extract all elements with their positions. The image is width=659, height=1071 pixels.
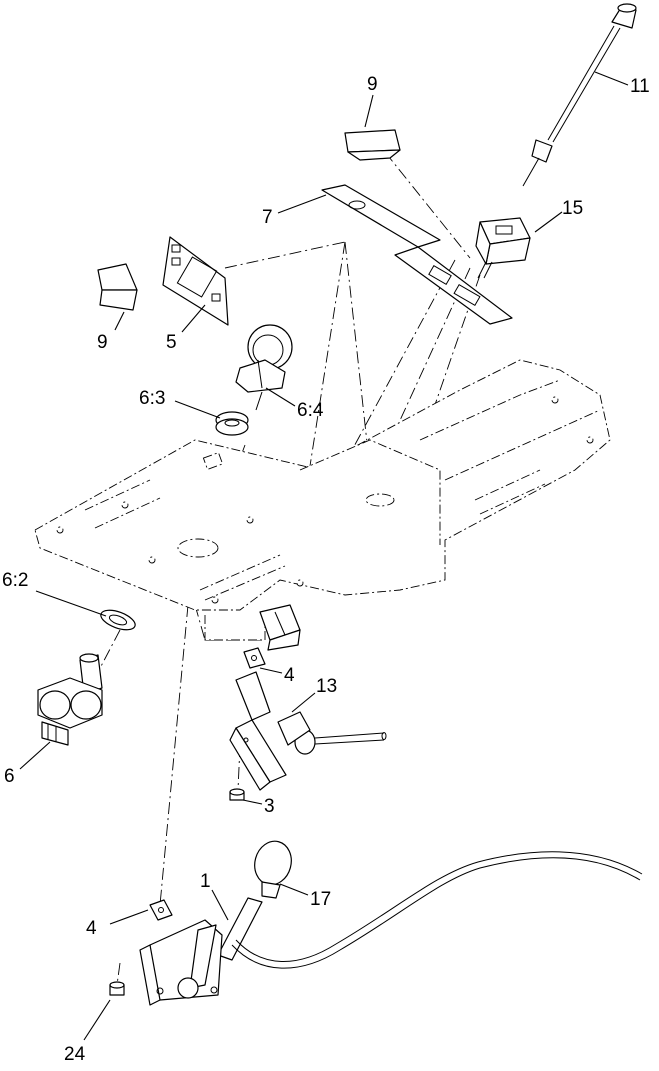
part-6-2-washer (100, 609, 136, 631)
callout-9-left: 9 (97, 332, 108, 353)
leader-lines (19, 71, 629, 1041)
callout-3: 3 (264, 796, 275, 817)
callout-11: 11 (630, 76, 650, 97)
part-11-lever (522, 3, 637, 187)
callout-7: 7 (262, 207, 273, 228)
machine-frame (34, 359, 611, 641)
part-4-clip-low (149, 899, 173, 921)
part-3-screw (229, 788, 245, 801)
callout-1: 1 (200, 871, 211, 892)
part-5-bezel (162, 236, 229, 326)
callout-6: 6 (4, 766, 15, 787)
callout-labels: 11 9 15 7 9 5 6:3 6:4 6:2 4 13 6 3 1 17 … (2, 74, 650, 1065)
callout-6-2: 6:2 (2, 570, 28, 591)
part-6-3-nut (215, 411, 249, 436)
sensor-block (259, 604, 301, 651)
part-4-clip-mid (243, 647, 266, 669)
callout-24: 24 (64, 1044, 86, 1065)
part-15-switch (475, 217, 531, 279)
part-17-knob (254, 840, 292, 899)
callout-4-low: 4 (86, 918, 97, 939)
callout-4-mid: 4 (284, 665, 295, 686)
part-9-cap-left (97, 263, 138, 311)
callout-13: 13 (316, 676, 337, 697)
callout-9-top: 9 (367, 74, 378, 95)
part-6-switch-body (37, 653, 103, 746)
callout-6-3: 6:3 (139, 388, 165, 409)
part-7-plate (321, 184, 513, 325)
callout-17: 17 (310, 889, 331, 910)
callout-6-4: 6:4 (297, 400, 324, 421)
part-24-screw (109, 981, 125, 996)
part-6-4-key-switch (235, 324, 293, 411)
part-13-bracket (229, 671, 387, 791)
part-1-control-lever (139, 851, 643, 1006)
part-9-cap-top (344, 129, 401, 161)
callout-5: 5 (166, 332, 177, 353)
callout-15: 15 (562, 198, 583, 219)
